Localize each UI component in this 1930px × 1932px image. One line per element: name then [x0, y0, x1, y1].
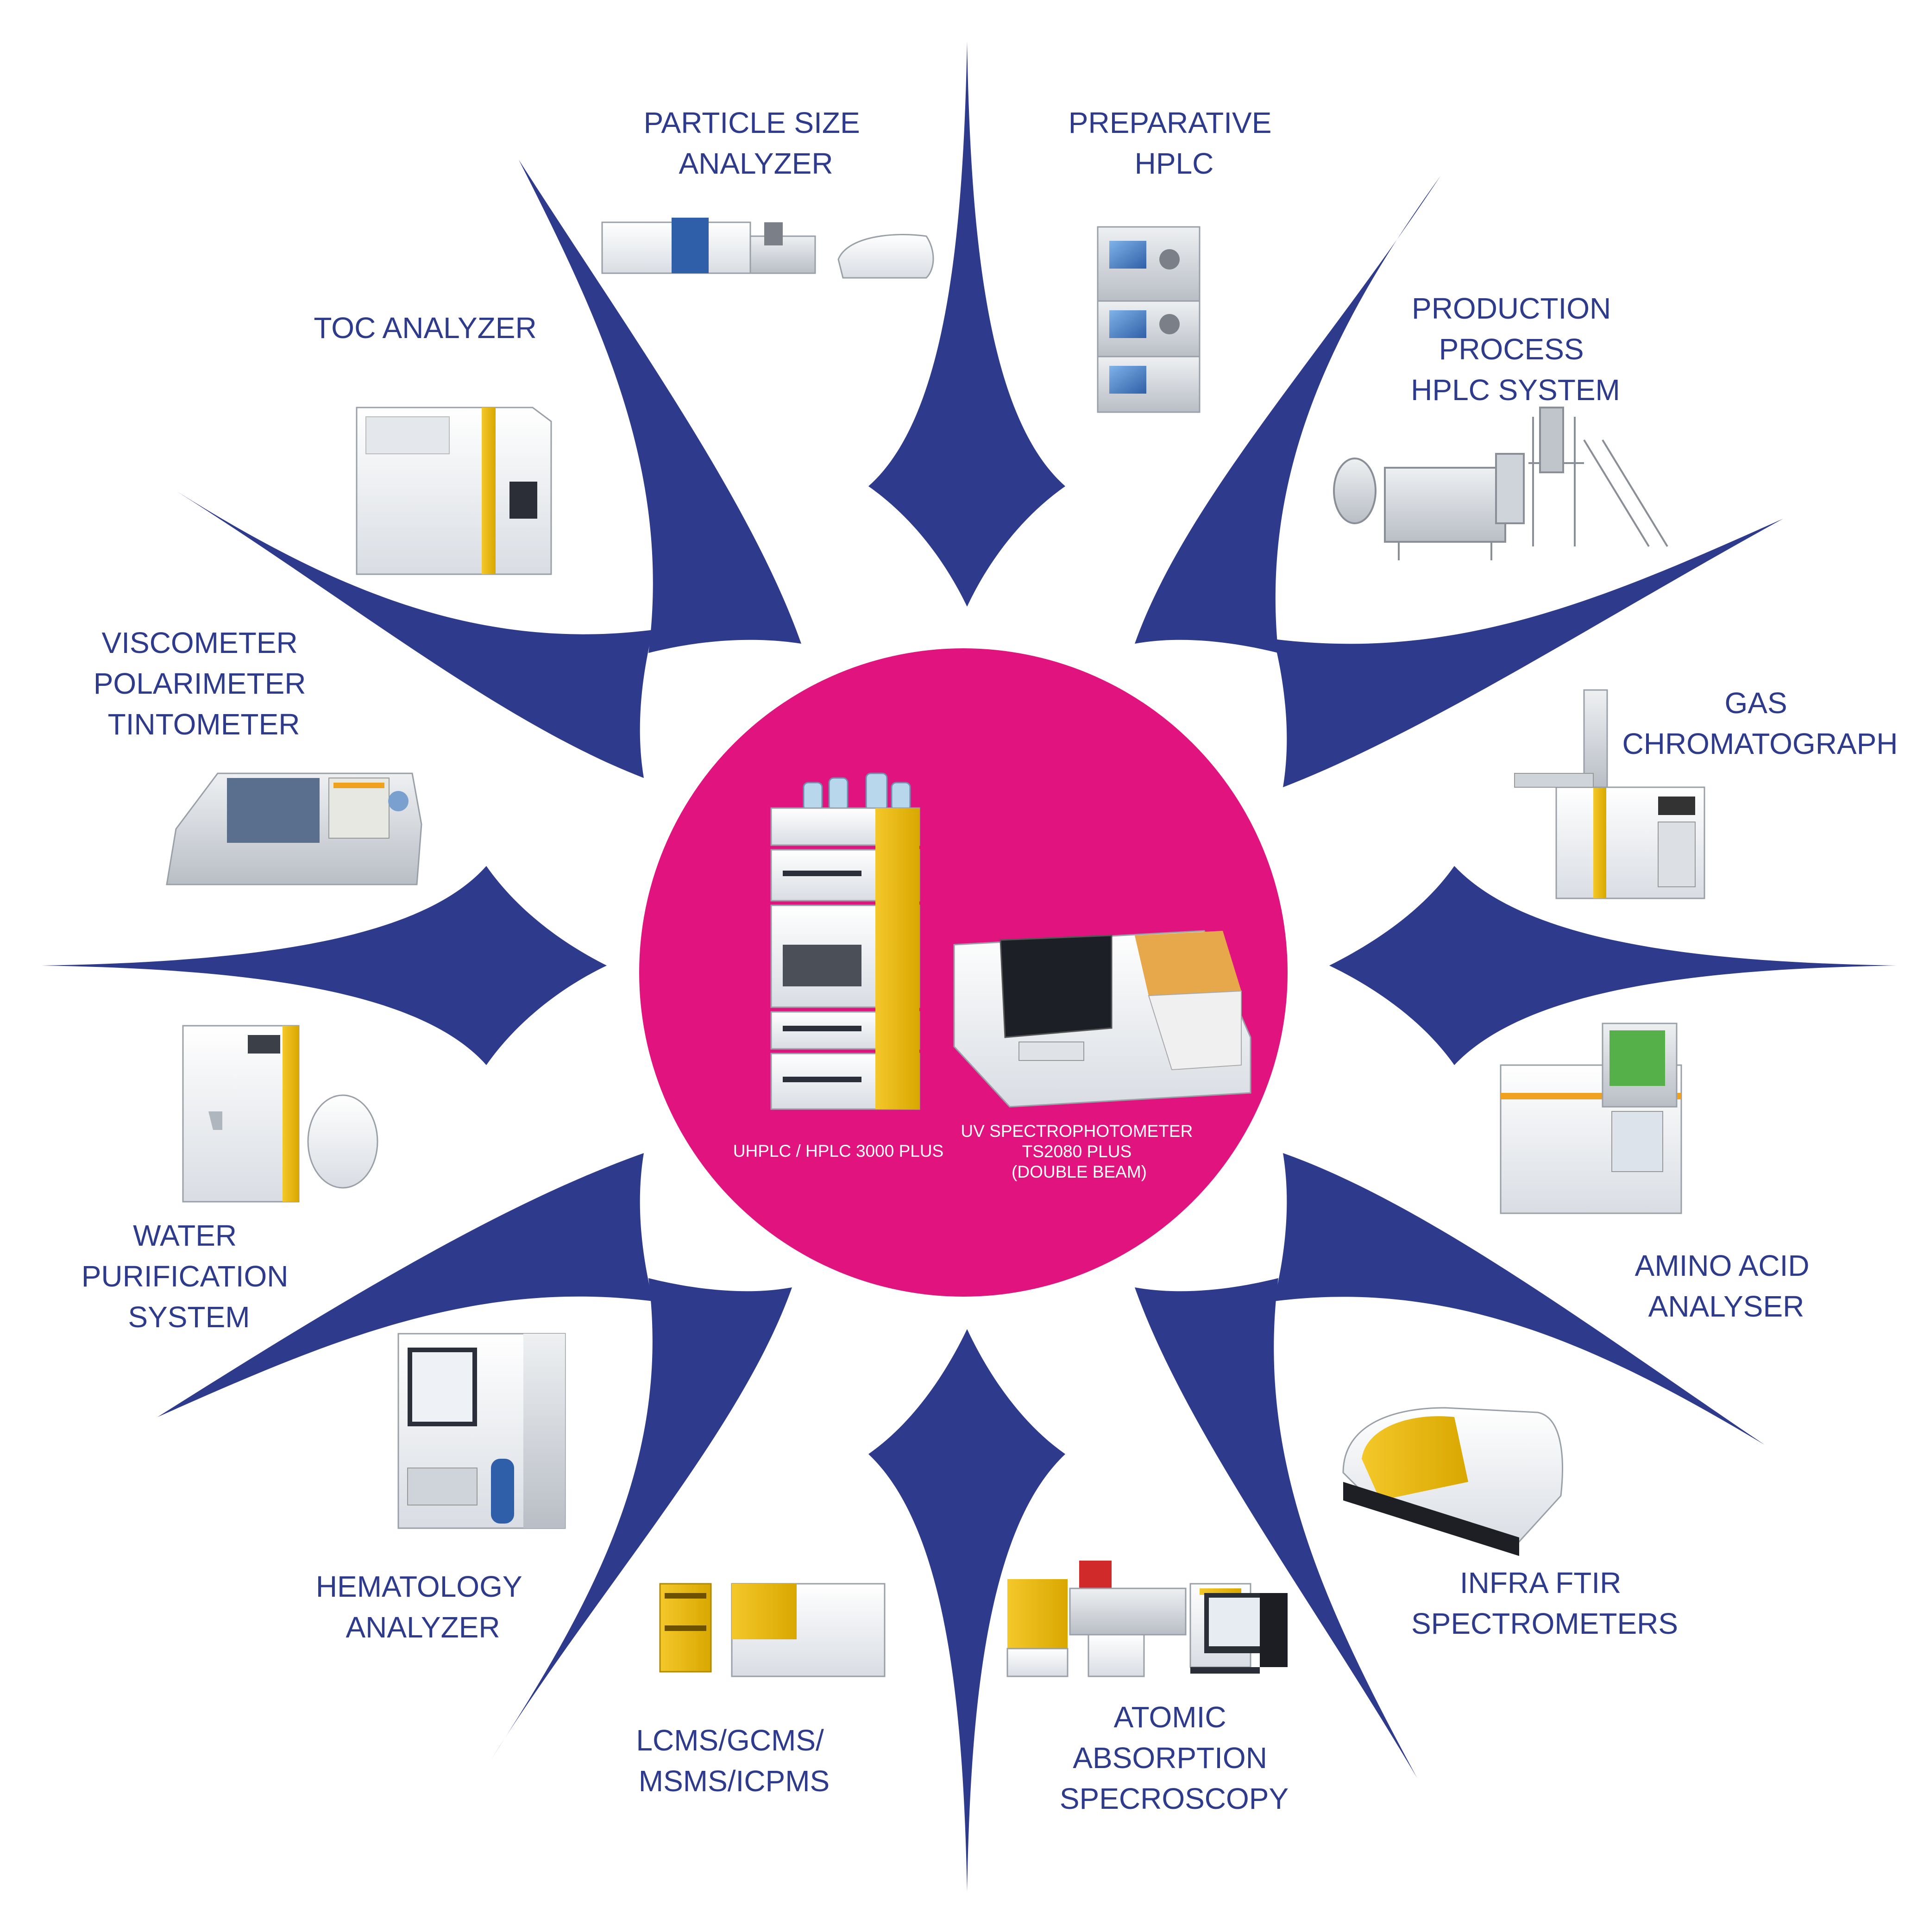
spike-upper-left [519, 160, 801, 653]
uv-spectrophotometer-icon [953, 930, 1251, 1108]
label-preparative-hplc: PREPARATIVE HPLC [1069, 106, 1280, 180]
label-hematology-analyzer: HEMATOLOGY ANALYZER [316, 1570, 530, 1644]
instrument-labels: PARTICLE SIZE ANALYZER PREPARATIVE HPLC … [82, 106, 1898, 1815]
uhplc-icon [770, 772, 920, 1110]
toc-analyzer-icon [356, 407, 552, 575]
label-particle-size-analyzer: PARTICLE SIZE ANALYZER [644, 106, 868, 180]
polarimeter-icon [166, 772, 422, 885]
spike-lower-left [491, 1278, 792, 1760]
spike-group [42, 42, 1897, 1892]
uhplc-label: UHPLC / HPLC 3000 PLUS [733, 1142, 943, 1160]
spike-bottom [868, 1329, 1065, 1892]
gas-chromatograph-icon [1514, 689, 1705, 899]
label-atomic-absorption: ATOMIC ABSORPTION SPECROSCOPY [1060, 1700, 1289, 1815]
label-water-purification: WATER PURIFICATION SYSTEM [82, 1219, 297, 1334]
spike-upper-right [1135, 176, 1440, 653]
center-product-labels: UHPLC / HPLC 3000 PLUS UV SPECTROPHOTOME… [733, 1122, 1197, 1181]
atomic-absorption-icon [1006, 1561, 1288, 1677]
label-amino-acid-analyser: AMINO ACID ANALYSER [1635, 1249, 1818, 1323]
label-production-process-hplc: PRODUCTION PROCESS HPLC SYSTEM [1411, 292, 1620, 407]
particle-size-analyzer-icon [601, 218, 934, 279]
spike-lower-right [1135, 1278, 1417, 1778]
water-purification-icon [182, 1025, 378, 1203]
spike-right-lower [1274, 1153, 1765, 1445]
lcms-icon [659, 1583, 886, 1677]
spike-top [868, 42, 1065, 607]
label-gas-chromatograph: GAS CHROMATOGRAPH [1622, 686, 1898, 760]
label-infra-ftir: INFRA FTIR SPECTROMETERS [1411, 1566, 1678, 1640]
label-toc-analyzer: TOC ANALYZER [314, 311, 536, 345]
spike-right-upper [1274, 519, 1783, 787]
amino-acid-analyser-icon [1500, 1022, 1682, 1214]
uv-spectrophotometer-label: UV SPECTROPHOTOMETER TS2080 PLUS (DOUBLE… [961, 1122, 1197, 1181]
label-lcms: LCMS/GCMS/ MSMS/ICPMS [636, 1724, 832, 1798]
spike-left-upper [176, 491, 653, 778]
hplc-stack-icon [1097, 226, 1201, 413]
process-plant-icon [1333, 407, 1668, 560]
ftir-spectrometer-icon [1342, 1407, 1563, 1556]
spike-left-lower [157, 1153, 653, 1417]
label-viscometer: VISCOMETER POLARIMETER TINTOMETER [94, 626, 314, 741]
spike-left [42, 866, 607, 1065]
spike-right [1329, 866, 1897, 1065]
hematology-analyzer-icon [397, 1333, 566, 1529]
